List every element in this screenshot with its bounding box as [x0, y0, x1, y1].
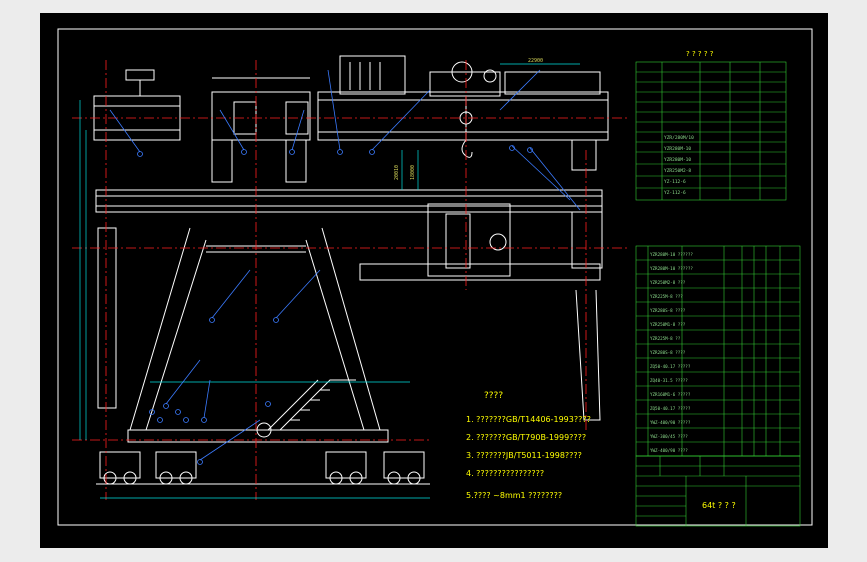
- spec-table-heading: ? ? ? ? ?: [686, 50, 714, 58]
- motor-table-rows: YZR/280M/10YZR280M-10YZR280M-10YZR250M2-…: [664, 135, 694, 196]
- parts-row-text: YZR280M-10 ??????: [650, 266, 693, 271]
- drawing-title: 64t ? ? ?: [702, 501, 736, 510]
- motor-spec-table: [635, 61, 787, 201]
- parts-row-text: YZR225M-8 ???: [650, 294, 683, 299]
- dim-h1: 20010: [394, 165, 400, 180]
- motor-row-text: YZR280M-10: [664, 146, 691, 152]
- motor-row-text: YZR280M-10: [664, 157, 691, 163]
- note-2: 2. ???????GB/T790B-1999????: [466, 433, 586, 442]
- parts-row-text: YZR250M1-8 ???: [650, 322, 686, 327]
- parts-row-text: YZR225M-8 ??: [650, 336, 681, 341]
- parts-row-text: YWZ-300/45 ????: [650, 434, 688, 439]
- motor-row-text: YZ-112-6: [664, 179, 686, 185]
- note-1: 1. ???????GB/T14406-1993????: [466, 415, 591, 424]
- parts-row-text: YZR250M2-8 ???: [650, 280, 686, 285]
- note-5: 5.???? ~8mm1 ????????: [466, 491, 562, 500]
- parts-row-text: YZR280M-10 ??????: [650, 252, 693, 257]
- parts-list-rows: YZR280M-10 ?????? YZR280M-10 ?????? YZR250…: [636, 252, 800, 457]
- dim-span-top: 22900: [528, 58, 543, 64]
- parts-row-text: YWZ-400/90 ????: [650, 448, 688, 453]
- parts-row-text: ZQ50-40.17 ?????: [650, 406, 691, 411]
- motor-row-text: YZ-112-6: [664, 190, 686, 196]
- parts-row-text: ZQ50-40.17 ?????: [650, 364, 691, 369]
- drawing-border: [57, 28, 813, 526]
- parts-row-text: YWZ-400/90 ?????: [650, 420, 691, 425]
- parts-row-text: YZR160M1-6 ?????: [650, 392, 691, 397]
- dim-h2: 18000: [410, 165, 416, 180]
- leader-dots: [137, 145, 533, 465]
- note-3: 3. ???????JB/T5011-1998????: [466, 451, 582, 460]
- motor-row-text: YZR/280M/10: [664, 135, 694, 141]
- note-4: 4. ????????????????: [466, 469, 544, 478]
- motor-row-text: YZR250M2-8: [664, 168, 691, 174]
- dimension-lines: [79, 63, 580, 499]
- title-block: [635, 455, 801, 527]
- notes-heading: ????: [484, 391, 503, 401]
- parts-row-text: ZQ40-31.5 ?????: [650, 378, 688, 383]
- leader-lines: [109, 69, 581, 461]
- parts-row-text: YZR280S-8 ????: [650, 308, 686, 313]
- parts-row-text: YZR280S-8 ????: [650, 350, 686, 355]
- center-lines: [72, 60, 628, 500]
